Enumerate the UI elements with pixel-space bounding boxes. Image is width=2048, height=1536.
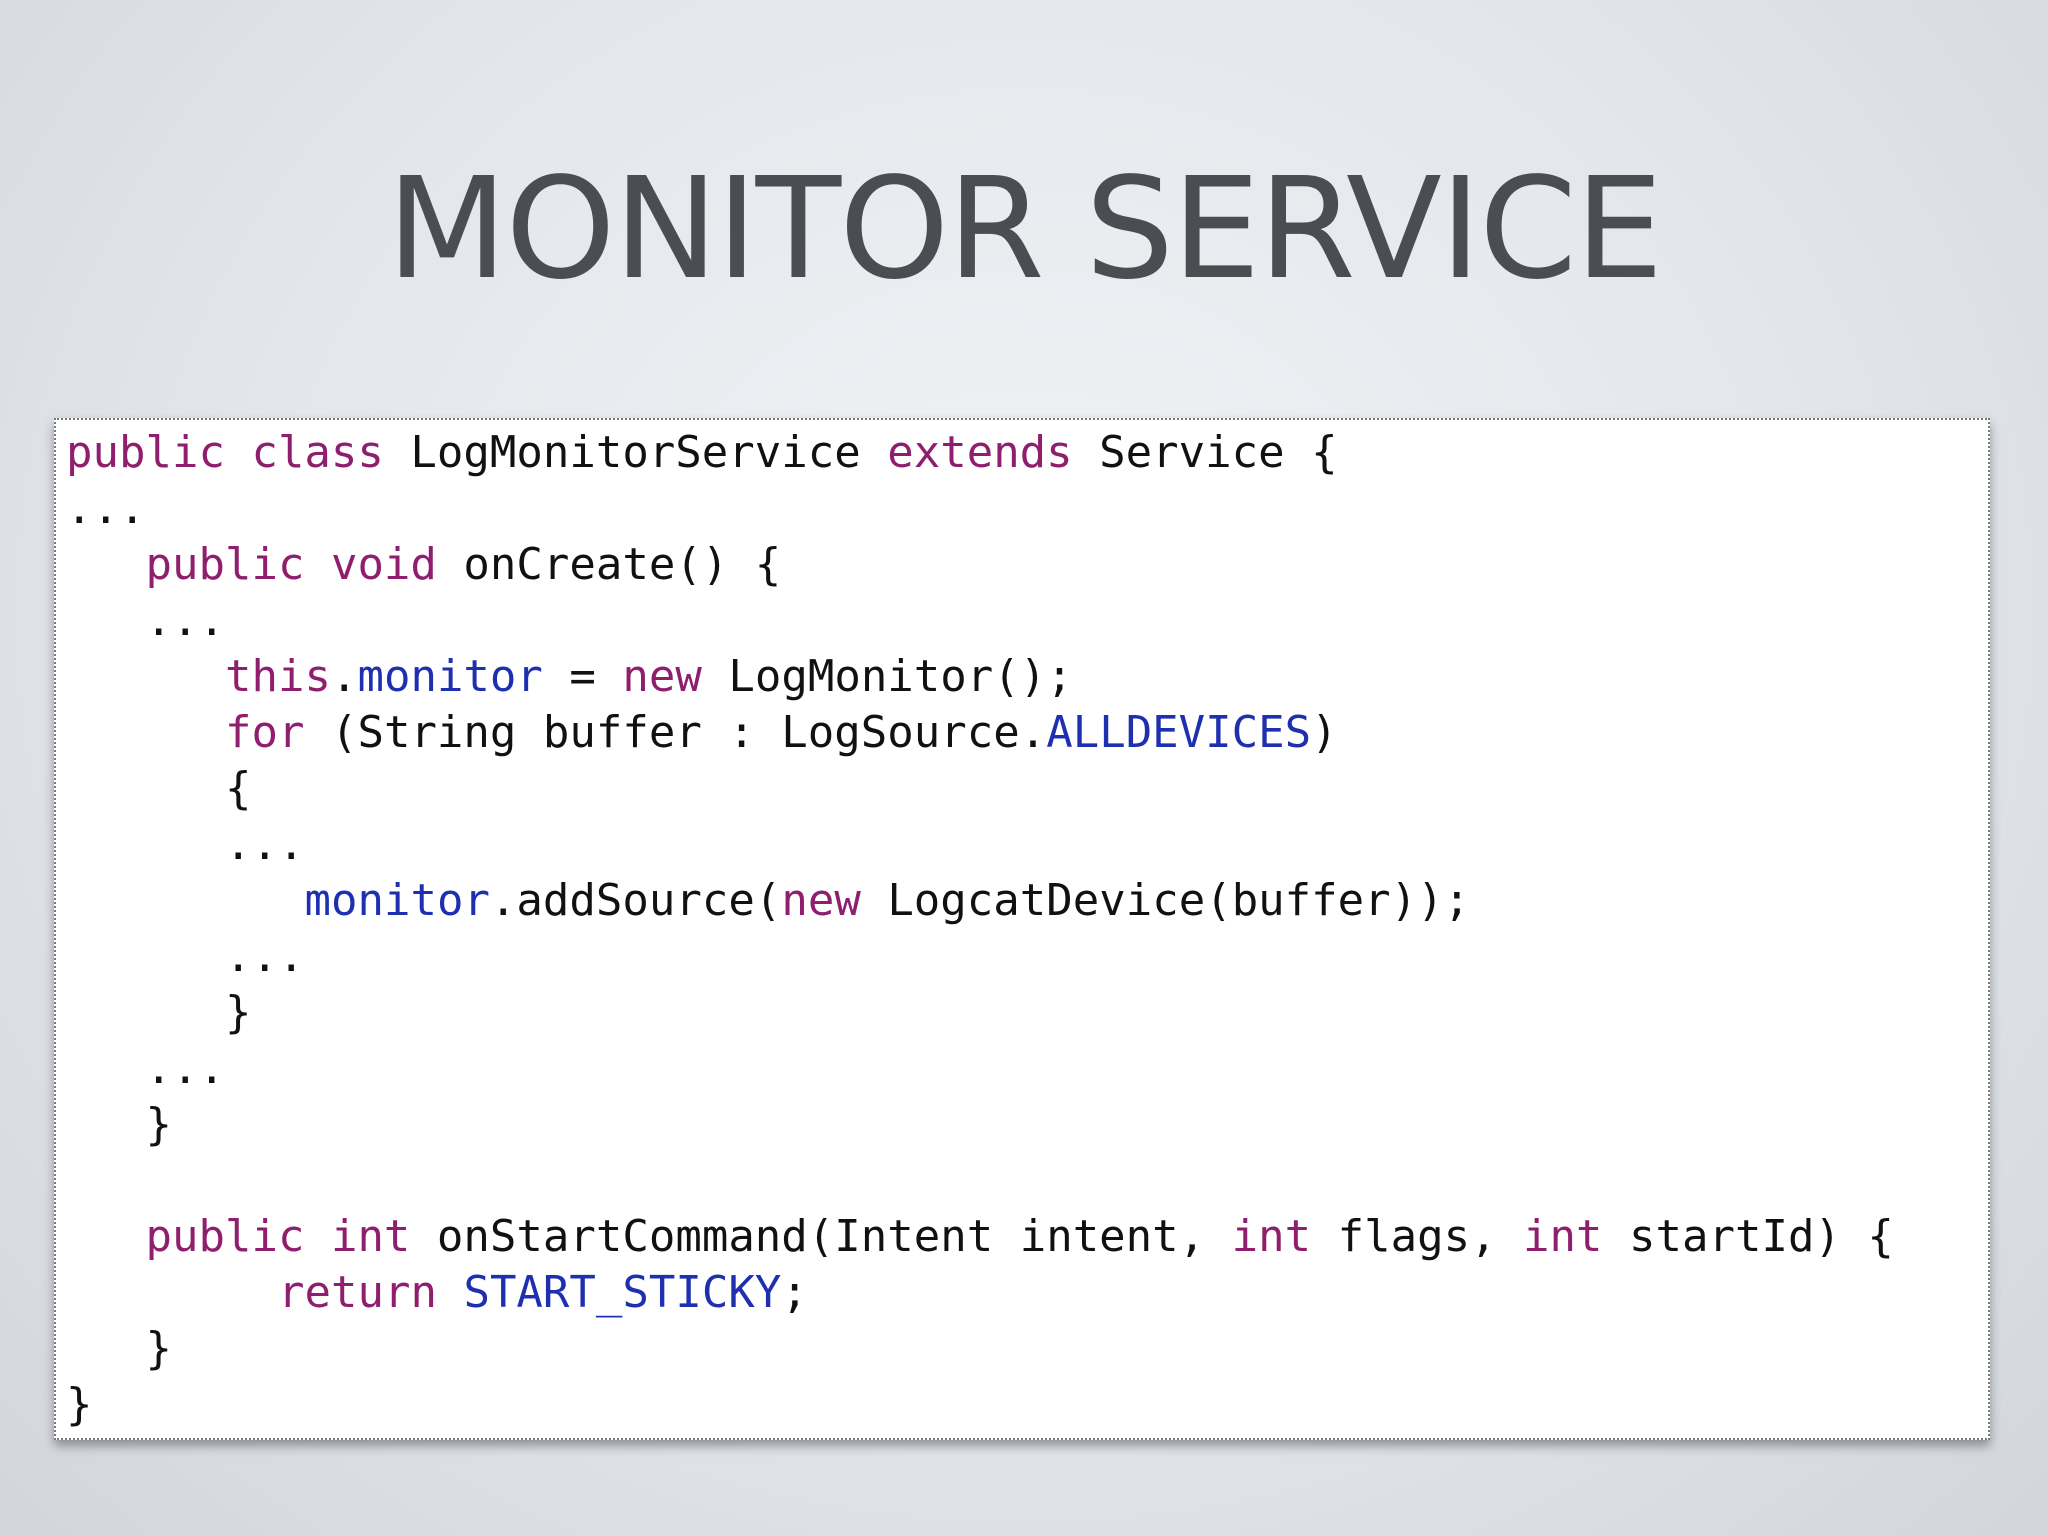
- code-text: }: [145, 1323, 173, 1374]
- code-keyword: class: [251, 427, 384, 478]
- code-text: [225, 427, 252, 478]
- code-line: }: [146, 1097, 173, 1153]
- code-keyword: for: [225, 707, 305, 758]
- code-line: }: [225, 985, 252, 1041]
- code-text: {: [225, 763, 252, 814]
- code-text: }: [66, 1379, 93, 1430]
- code-block: public class LogMonitorService extends S…: [54, 418, 1990, 1440]
- code-text: ...: [66, 483, 146, 534]
- code-text: startId) {: [1602, 1211, 1894, 1262]
- code-text: Service {: [1072, 427, 1338, 478]
- code-text: ...: [145, 1043, 225, 1094]
- code-line: this.monitor = new LogMonitor();: [225, 649, 1073, 705]
- code-text: .addSource(: [489, 875, 782, 926]
- code-text: [437, 1267, 464, 1318]
- code-text: onCreate() {: [436, 539, 782, 590]
- code-text: (String buffer : LogSource.: [304, 707, 1047, 758]
- code-line: ...: [146, 593, 225, 649]
- code-text: }: [225, 987, 252, 1038]
- code-field: START_STICKY: [463, 1267, 782, 1318]
- code-text: ...: [225, 931, 305, 982]
- code-keyword: public: [66, 427, 225, 478]
- code-line: public class LogMonitorService extends S…: [66, 425, 1338, 481]
- code-line: return START_STICKY;: [278, 1265, 808, 1321]
- code-field: monitor: [357, 651, 543, 702]
- code-line: }: [66, 1377, 93, 1433]
- code-text: }: [145, 1099, 173, 1150]
- code-keyword: public: [145, 1211, 305, 1262]
- code-keyword: int: [1231, 1211, 1312, 1262]
- code-line: monitor.addSource(new LogcatDevice(buffe…: [305, 873, 1471, 929]
- code-line: ...: [225, 817, 304, 873]
- code-text: LogMonitor();: [701, 651, 1073, 702]
- code-text: [304, 539, 331, 590]
- code-text: ;: [781, 1267, 808, 1318]
- slide-title: MONITOR SERVICE: [386, 148, 1664, 311]
- code-line: {: [225, 761, 252, 817]
- code-keyword: void: [330, 539, 437, 590]
- code-keyword: int: [1523, 1211, 1603, 1262]
- code-keyword: int: [330, 1211, 411, 1262]
- code-text: flags,: [1311, 1211, 1524, 1262]
- code-text: LogMonitorService: [383, 427, 888, 478]
- code-keyword: new: [781, 875, 861, 926]
- code-field: monitor: [304, 875, 490, 926]
- code-field: ALLDEVICES: [1046, 707, 1312, 758]
- code-line: public void onCreate() {: [146, 537, 782, 593]
- code-line: for (String buffer : LogSource.ALLDEVICE…: [225, 705, 1338, 761]
- code-line: }: [146, 1321, 173, 1377]
- code-keyword: return: [278, 1267, 437, 1318]
- code-text: [304, 1211, 331, 1262]
- code-line: ...: [225, 929, 304, 985]
- code-keyword: this: [225, 651, 331, 702]
- code-text: .: [330, 651, 358, 702]
- code-line: ...: [66, 481, 145, 537]
- code-line: public int onStartCommand(Intent intent,…: [146, 1209, 1894, 1265]
- code-keyword: public: [145, 539, 305, 590]
- code-text: LogcatDevice(buffer));: [860, 875, 1471, 926]
- code-keyword: extends: [887, 427, 1073, 478]
- code-text: ...: [225, 819, 305, 870]
- code-text: ): [1311, 707, 1338, 758]
- code-text: ...: [145, 595, 225, 646]
- code-text: =: [542, 651, 623, 702]
- code-line: ...: [146, 1041, 225, 1097]
- code-text: onStartCommand(Intent intent,: [410, 1211, 1232, 1262]
- code-keyword: new: [622, 651, 702, 702]
